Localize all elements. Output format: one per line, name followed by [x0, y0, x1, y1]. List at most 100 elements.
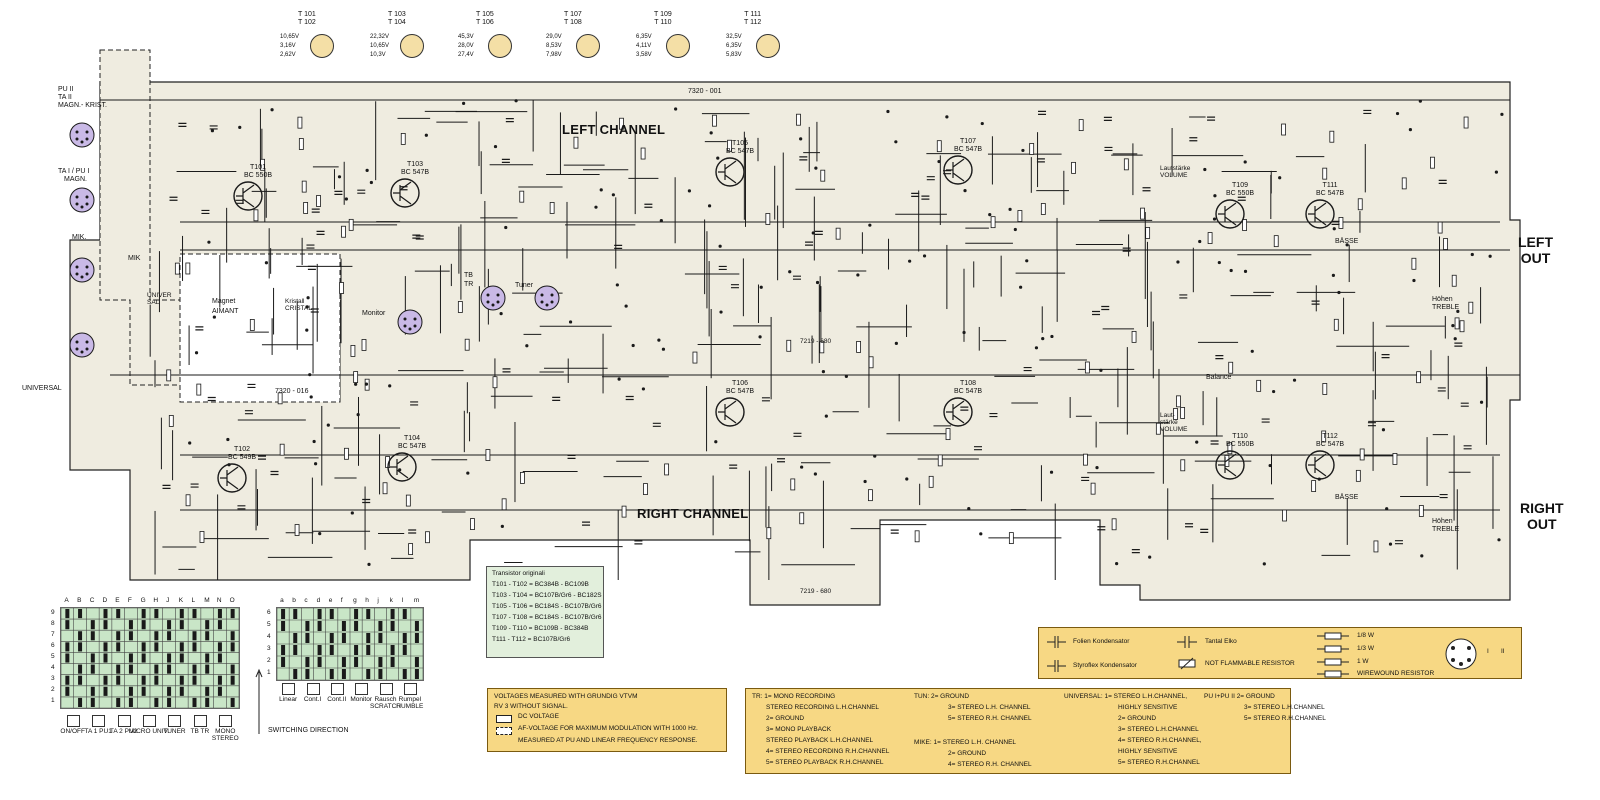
capacitor [1103, 116, 1112, 121]
din-pin [545, 303, 549, 307]
switch-contact [167, 664, 172, 674]
switch-contact [154, 697, 159, 707]
pin-assignment-tun: 5= STEREO R.H. CHANNEL [948, 715, 1032, 722]
din-pin [80, 205, 84, 209]
din-pin [540, 300, 544, 304]
capacitor [1394, 540, 1403, 545]
resistor [405, 494, 411, 507]
switch-button[interactable] [168, 715, 182, 727]
switch-button[interactable] [379, 683, 393, 695]
switch-button[interactable] [92, 715, 106, 727]
din-pin [413, 324, 417, 328]
switch-contact [329, 669, 334, 679]
switch-button[interactable] [219, 715, 233, 727]
resistor [298, 138, 304, 150]
mik-connector-label: MIK. [72, 234, 87, 241]
header-transistor-b: T 110 [654, 19, 672, 26]
resistor [1392, 453, 1398, 465]
junction-dot [1272, 389, 1276, 394]
switch-contact [192, 631, 197, 641]
switch-button[interactable] [143, 715, 156, 727]
junction-dot [337, 175, 342, 179]
junction-dot [344, 197, 348, 201]
transistor-type: BC 550B [244, 172, 273, 179]
junction-dot [207, 240, 211, 244]
treble-right-label-2: TREBLE [1432, 526, 1460, 533]
din-pin [85, 130, 89, 134]
junction-dot [264, 261, 269, 265]
junction-dot [979, 532, 983, 536]
resistor [400, 133, 406, 145]
resistor [1090, 482, 1096, 495]
transistor-originals-row: T111 - T112 = BC107B/Gr6 [492, 636, 571, 643]
resistor [1401, 177, 1407, 190]
junction-dot [1412, 278, 1416, 283]
resistor [868, 489, 873, 502]
switch-contact [154, 642, 159, 652]
switch-contact [65, 620, 70, 630]
switch-button[interactable] [355, 683, 369, 695]
grid-row-label: 1 [267, 669, 271, 676]
switch-button[interactable] [330, 683, 344, 695]
switch-contact [293, 633, 298, 643]
switch-button[interactable] [193, 715, 207, 727]
din-pin [85, 202, 89, 206]
switch-contact [141, 653, 146, 663]
transistor-originals-row: T105 - T106 = BC184S - BC107B/Gr6 [492, 603, 602, 610]
resistor [1078, 119, 1084, 132]
junction-dot [1420, 554, 1424, 558]
header-transistor-a: T 111 [744, 11, 761, 18]
din-socket-icon [69, 122, 95, 148]
junction-dot [813, 472, 817, 476]
capacitor [1454, 342, 1463, 347]
grid-column-label: A [64, 597, 69, 604]
transistor-symbol-icon [943, 397, 973, 427]
din-pin [85, 137, 89, 141]
switch-button[interactable] [282, 683, 296, 695]
grid-row-label: 3 [51, 675, 55, 683]
grid-column-label: j [377, 597, 379, 604]
junction-dot [894, 341, 898, 345]
resistor [174, 262, 180, 275]
resistor [914, 530, 920, 543]
junction-dot [967, 507, 971, 511]
transistor-id: T106 [732, 380, 748, 387]
din-socket-icon [480, 285, 506, 311]
capacitor [235, 199, 244, 204]
switch-contact [116, 675, 121, 685]
din-pin [75, 195, 79, 199]
junction-dot [873, 454, 877, 458]
af-voltage-swatch [496, 727, 512, 735]
resistor [621, 505, 627, 518]
switch-contact [378, 657, 383, 667]
din-socket-icon [69, 187, 95, 213]
transistor-symbol-icon [233, 181, 263, 211]
transistor-leads [390, 455, 409, 479]
junction-dot [326, 423, 330, 427]
resistor [856, 341, 861, 353]
switch-contact [366, 669, 371, 679]
switch-contact [390, 645, 395, 655]
legend-not-flammable: NOT FLAMMABLE RESISTOR [1205, 660, 1295, 667]
header-transistor-b: T 104 [388, 19, 406, 26]
switching-direction-label: SWITCHING DIRECTION [268, 727, 349, 734]
switch-button[interactable] [66, 715, 80, 727]
resistor [1207, 232, 1213, 244]
switch-button[interactable] [403, 683, 417, 695]
switch-button[interactable] [117, 715, 131, 727]
junction-dot [868, 223, 872, 227]
resistor [790, 478, 796, 491]
resistor [1311, 480, 1317, 492]
resistor [766, 527, 772, 540]
grid-column-label: B [77, 597, 82, 604]
junction-dot [1049, 470, 1054, 474]
switch-contact [414, 669, 419, 679]
din-pin [75, 130, 79, 134]
capacitor [890, 529, 899, 534]
voltages-line-5: MEASURED AT PU AND LINEAR FREQUENCY RESP… [518, 737, 698, 744]
resistor [199, 531, 205, 543]
switch-button[interactable] [306, 683, 320, 695]
